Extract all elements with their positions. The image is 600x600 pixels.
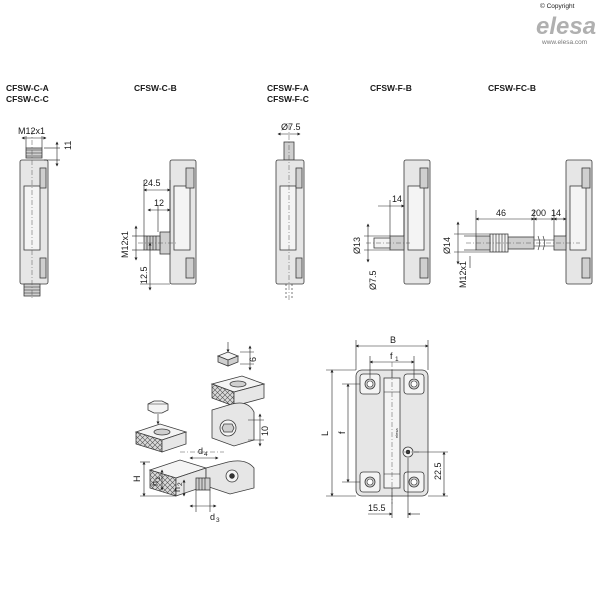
dim-fc-thread: M12x1 xyxy=(458,261,468,288)
view-isometric-mounting xyxy=(134,342,266,512)
dim-cb-len2: 12 xyxy=(154,198,164,208)
dim-ca-thread: M12x1 xyxy=(18,126,45,136)
dim-iso-d4-sub: 4 xyxy=(204,451,208,458)
dim-front-f1-sub: 1 xyxy=(395,356,399,363)
dim-iso-H: H xyxy=(132,476,142,483)
dim-iso-h1: h xyxy=(150,481,160,486)
variant-label-cb: CFSW-C-B xyxy=(134,83,177,93)
dim-front-L: L xyxy=(320,431,330,436)
dim-front-B: B xyxy=(390,335,396,345)
dim-cb-offset: 12.5 xyxy=(139,266,149,284)
dim-front-f: f xyxy=(337,431,347,434)
brand-logo: © Copyright elesa www.elesa.com xyxy=(536,2,596,46)
dim-iso-6: 6 xyxy=(248,357,258,362)
view-cfsw-c-b xyxy=(132,159,197,291)
dim-iso-d3: d xyxy=(210,512,215,522)
dim-iso-h2-sub: 2 xyxy=(177,482,184,486)
view-cfsw-f-b xyxy=(364,159,431,285)
variant-label-fa-1: CFSW-F-A xyxy=(267,83,309,93)
dim-iso-h2: h xyxy=(172,487,182,492)
view-front: elesa xyxy=(326,340,448,518)
dim-cb-len1: 24.5 xyxy=(143,178,161,188)
variant-label-fa-2: CFSW-F-C xyxy=(267,94,309,104)
dim-cb-thread: M12x1 xyxy=(120,231,130,258)
dim-fc-len3: 14 xyxy=(551,208,561,218)
dim-fc-dia: Ø14 xyxy=(442,237,452,254)
view-cfsw-c-a xyxy=(19,130,60,300)
view-cfsw-fc-b xyxy=(454,159,593,285)
view-cfsw-f-a xyxy=(275,125,305,300)
dim-iso-d3-sub: 3 xyxy=(216,517,220,524)
dim-front-15-5: 15.5 xyxy=(368,503,386,513)
svg-text:elesa: elesa xyxy=(394,428,399,438)
dim-fb-dia1: Ø13 xyxy=(352,237,362,254)
website-text: www.elesa.com xyxy=(541,39,587,46)
dim-front-f1: f xyxy=(390,351,393,361)
dim-fc-len2: 200 xyxy=(531,208,546,218)
dim-ca-length: 11 xyxy=(63,141,73,150)
dim-fa-dia: Ø7.5 xyxy=(281,122,301,132)
variant-label-fc: CFSW-FC-B xyxy=(488,83,536,93)
variant-label-ca-1: CFSW-C-A xyxy=(6,83,49,93)
dim-front-22-5: 22.5 xyxy=(433,462,443,480)
dim-fc-len1: 46 xyxy=(496,208,506,218)
dim-fb-dia2: Ø7.5 xyxy=(368,270,378,290)
dim-iso-d4: d xyxy=(198,446,203,456)
dim-iso-h1-sub: 1 xyxy=(155,476,162,480)
variant-label-fb: CFSW-F-B xyxy=(370,83,412,93)
dim-fb-len: 14 xyxy=(392,194,402,204)
copyright-text: © Copyright xyxy=(540,2,575,10)
brand-wordmark: elesa xyxy=(536,13,596,40)
dim-iso-10: 10 xyxy=(260,426,270,436)
variant-label-ca-2: CFSW-C-C xyxy=(6,94,49,104)
